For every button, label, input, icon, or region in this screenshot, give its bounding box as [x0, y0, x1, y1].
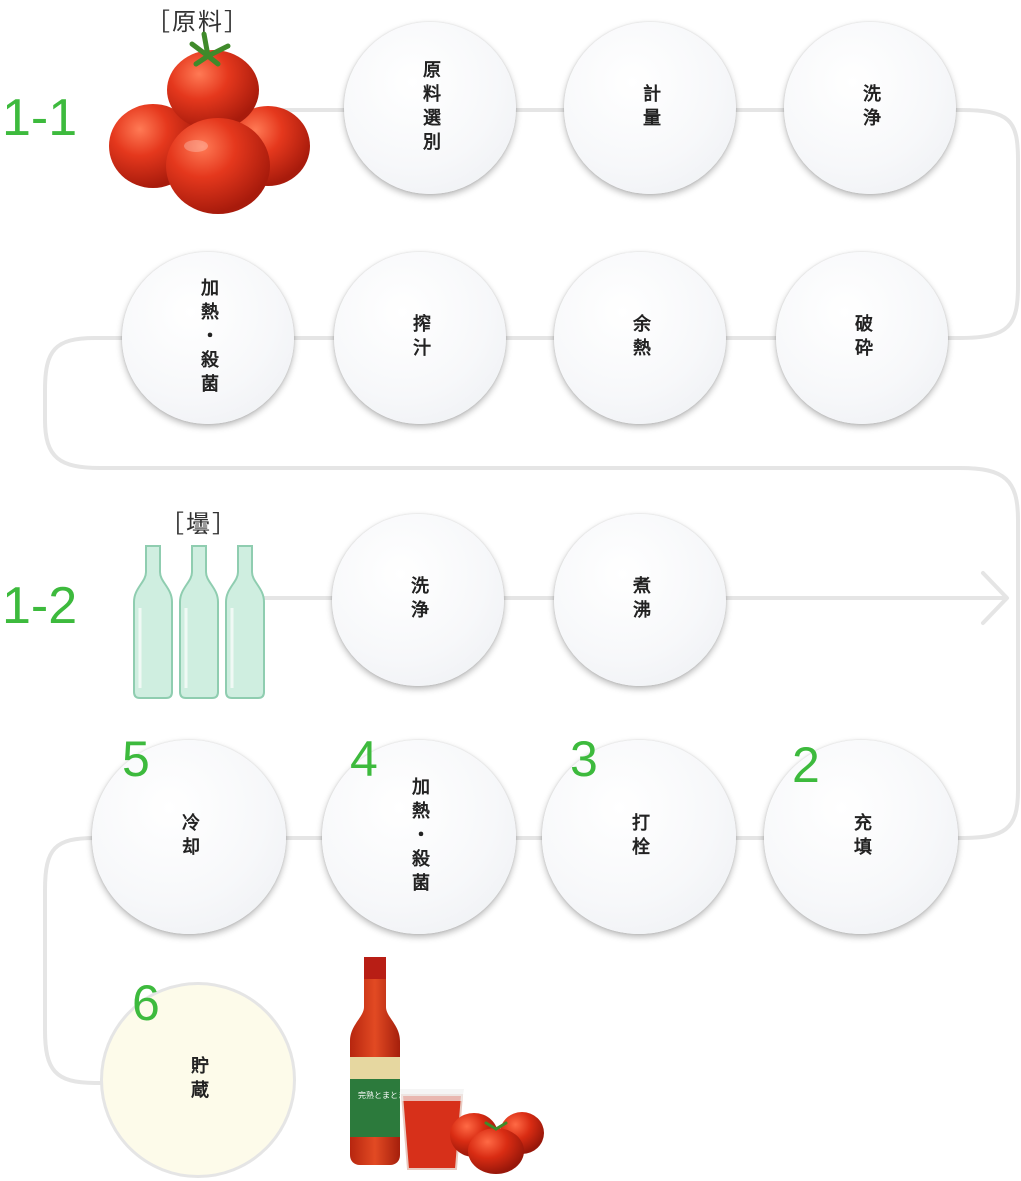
step-raw-material-selection: 原料選別 [344, 22, 516, 194]
step-storage: 貯蔵 [100, 982, 296, 1178]
product-bottle-and-glass-icon: 完熟とまとまるごと [334, 955, 549, 1175]
step-label: 貯蔵 [185, 1056, 211, 1104]
step-bottle-washing: 洗浄 [332, 514, 504, 686]
step-number-6: 6 [132, 978, 160, 1028]
step-label: 打栓 [626, 813, 652, 861]
step-label: 煮沸 [627, 576, 653, 624]
step-number-4: 4 [350, 734, 378, 784]
step-label: 充填 [848, 813, 874, 861]
step-boiling: 煮沸 [554, 514, 726, 686]
stage-label-1-1: 1-1 [2, 92, 77, 144]
stage-label-1-2: 1-2 [2, 580, 77, 632]
step-washing: 洗浄 [784, 22, 956, 194]
step-crushing: 破砕 [776, 252, 948, 424]
step-label: 原料選別 [417, 60, 443, 156]
step-label: 計量 [637, 84, 663, 132]
step-label: 洗浄 [405, 576, 431, 624]
step-number-3: 3 [570, 734, 598, 784]
empty-bottles-icon [126, 542, 276, 702]
step-weighing: 計量 [564, 22, 736, 194]
tomato-pile-icon [108, 28, 313, 218]
step-label: 破砕 [849, 314, 875, 362]
step-label: 冷却 [176, 813, 202, 861]
step-label: 余熱 [627, 314, 653, 362]
step-label: 洗浄 [857, 84, 883, 132]
step-label: 加熱・殺菌 [195, 278, 221, 398]
step-number-5: 5 [122, 734, 150, 784]
step-juicing: 搾汁 [334, 252, 506, 424]
step-heat-sterilization: 加熱・殺菌 [122, 252, 294, 424]
step-preheating: 余熱 [554, 252, 726, 424]
step-label: 加熱・殺菌 [406, 777, 432, 897]
step-number-2: 2 [792, 740, 820, 790]
bottle-caption: ［壜］ [160, 504, 238, 539]
step-label: 搾汁 [407, 314, 433, 362]
